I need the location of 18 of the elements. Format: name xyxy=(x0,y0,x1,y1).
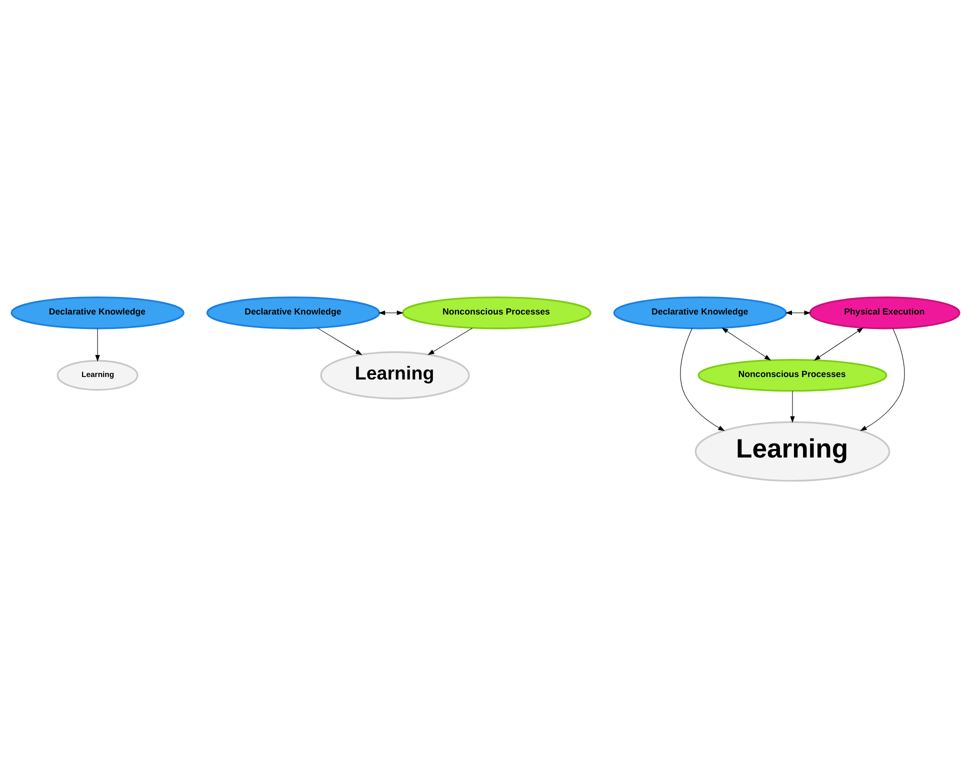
arrow xyxy=(814,327,864,361)
arrow xyxy=(95,328,100,362)
node-ellipse: Declarative Knowledge xyxy=(206,296,380,330)
node-ellipse: Physical Execution xyxy=(809,296,960,330)
node-ellipse: Learning xyxy=(320,351,470,400)
arrow xyxy=(785,310,811,316)
node-ellipse: Declarative Knowledge xyxy=(10,296,184,330)
node-ellipse: Nonconscious Processes xyxy=(402,296,592,330)
node-ellipse: Learning xyxy=(694,421,890,482)
arrow xyxy=(317,328,362,356)
node-ellipse: Nonconscious Processes xyxy=(698,358,888,392)
arrow xyxy=(790,390,795,423)
arrow xyxy=(722,328,772,361)
arrow xyxy=(428,328,473,356)
arrow xyxy=(378,310,404,316)
arrow xyxy=(860,328,905,431)
node-ellipse: Declarative Knowledge xyxy=(613,296,787,330)
arrow xyxy=(680,328,725,431)
